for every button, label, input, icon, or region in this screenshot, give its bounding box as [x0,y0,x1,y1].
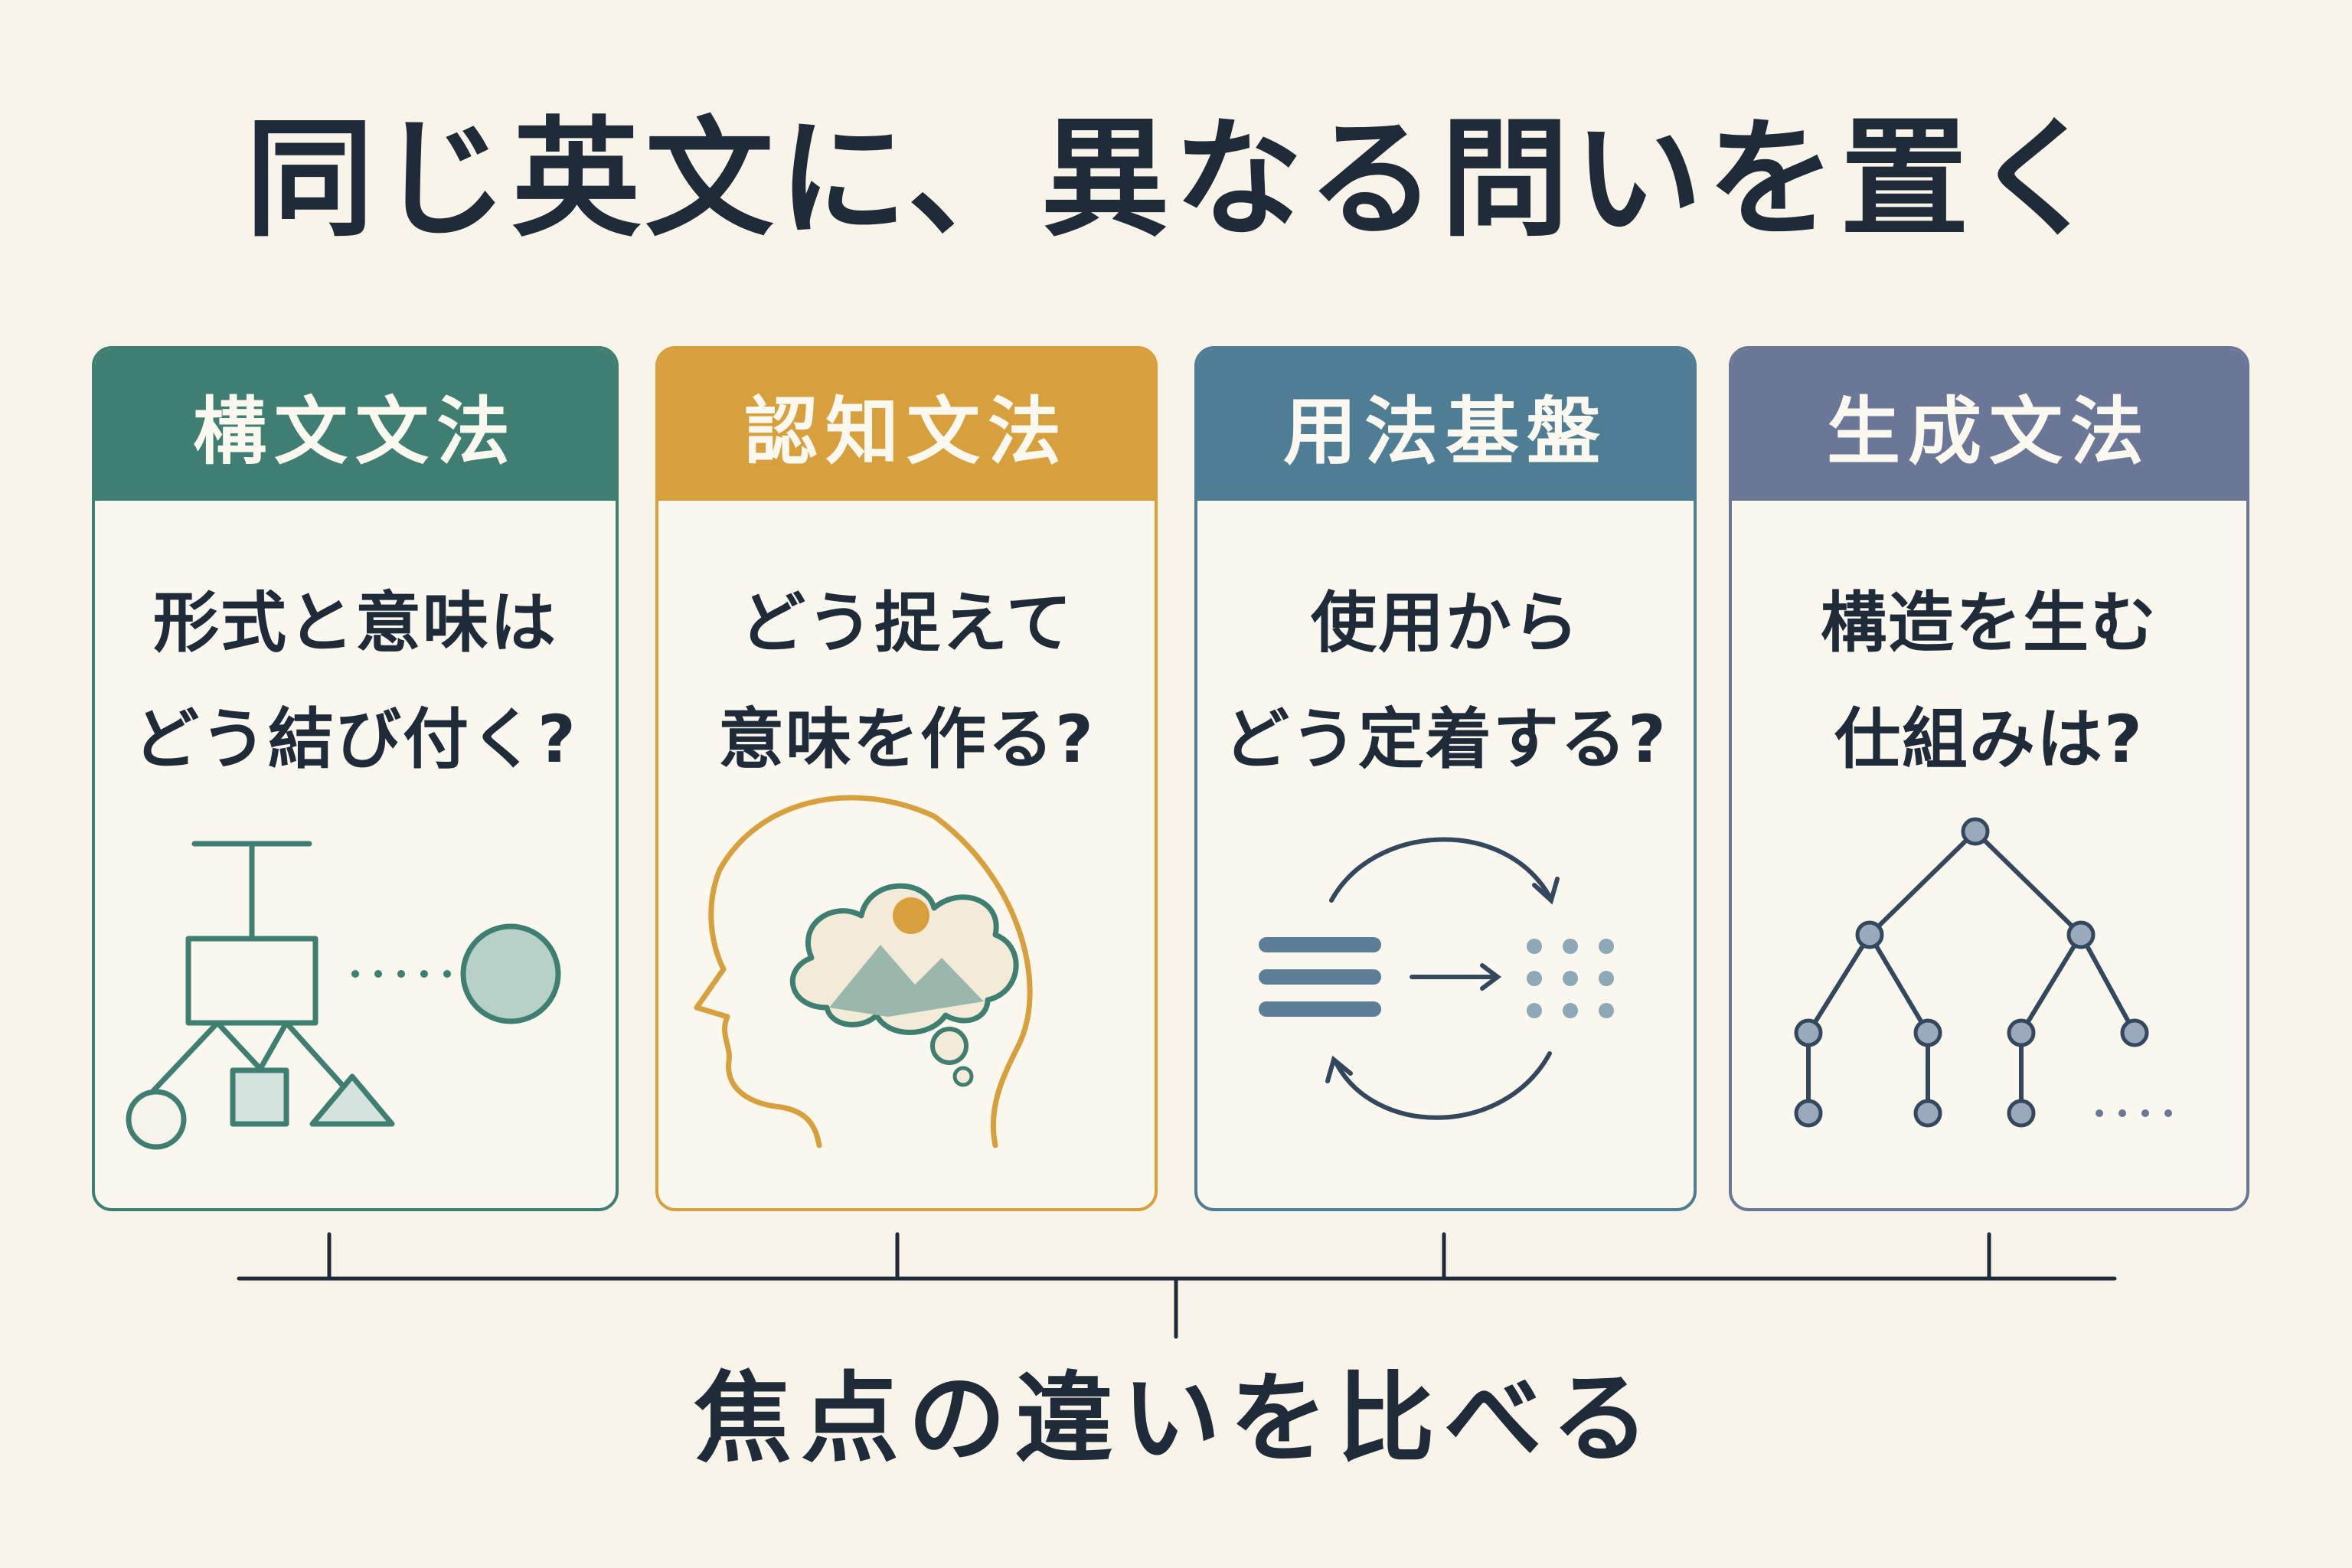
syntax-tree-icon [1794,817,2172,1128]
card-cognitive-grammar: 認知文法 どう捉えて 意味を作る? [655,346,1158,1211]
card-question: 形式と意味は どう結び付く? [133,585,577,778]
construction-network-icon [126,841,561,1150]
card-heading: 認知文法 [658,349,1155,501]
footer-caption: 焦点の違いを比べる [693,1362,1658,1476]
card-question: どう捉えて 意味を作る? [718,585,1095,778]
card-usage-based: 用法基盤 使用から どう定着する? [1194,346,1697,1211]
card-question: 使用から どう定着する? [1223,585,1668,778]
card-heading: 用法基盤 [1197,349,1694,501]
card-heading: 生成文法 [1732,349,2246,501]
usage-cycle-icon [1259,837,1614,1120]
card-generative-grammar: 生成文法 構造を生む 仕組みは? [1729,346,2249,1211]
page-title: 同じ英文に、異なる問いを置く [245,104,2107,254]
card-question: 構造を生む 仕組みは? [1821,585,2158,778]
head-thought-icon [694,795,1033,1148]
card-heading: 構文文法 [95,349,616,501]
card-construction-grammar: 構文文法 形式と意味は どう結び付く? [92,346,619,1211]
